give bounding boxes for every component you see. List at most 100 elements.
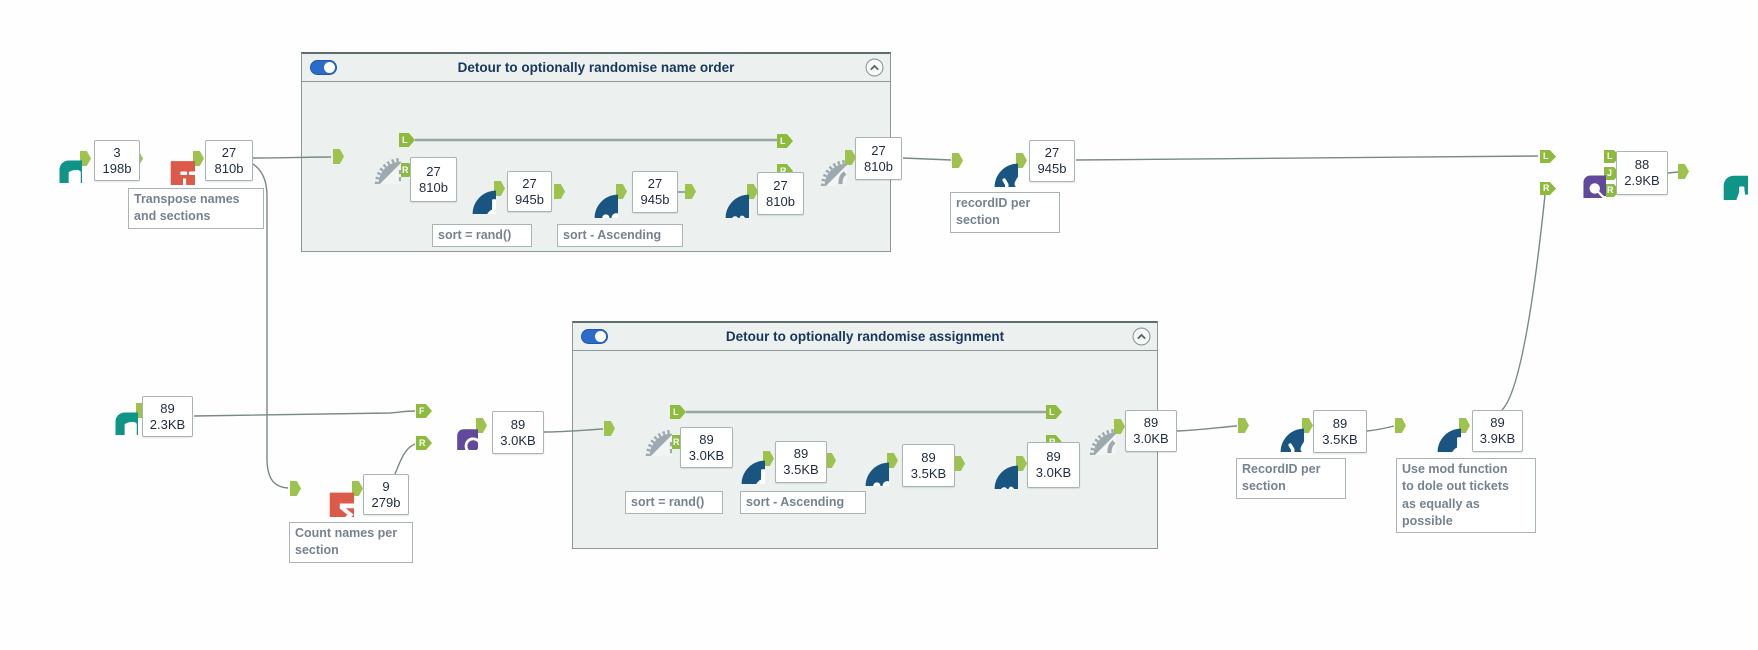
find-input-anchor[interactable]: F: [416, 404, 432, 418]
formula-tool-mod[interactable]: [1409, 400, 1461, 452]
browse-tool[interactable]: [1694, 146, 1748, 200]
output-anchor[interactable]: [352, 481, 363, 496]
output-anchor[interactable]: [763, 451, 774, 466]
join-tool[interactable]: [1554, 146, 1606, 198]
chevron-up-icon: [1132, 327, 1151, 346]
find-replace-tool[interactable]: [430, 402, 478, 450]
container-randomise-name-order[interactable]: Detour to optionally randomise name orde…: [301, 52, 891, 252]
input-anchor[interactable]: [1678, 164, 1689, 179]
sort-tool[interactable]: [566, 166, 618, 218]
input-anchor[interactable]: [1395, 418, 1406, 433]
tool-annotation[interactable]: sort - Ascending: [740, 491, 866, 515]
output-anchor[interactable]: [136, 403, 147, 418]
select-tool[interactable]: [966, 437, 1018, 489]
select-tool[interactable]: [697, 166, 749, 218]
input-anchor[interactable]: [954, 456, 965, 471]
container-enable-toggle[interactable]: [581, 329, 608, 344]
detour-end-left-input-anchor[interactable]: L: [777, 134, 793, 148]
input-anchor[interactable]: [604, 421, 615, 436]
output-anchor[interactable]: [1016, 456, 1027, 471]
output-anchor[interactable]: [193, 151, 204, 166]
connection[interactable]: [543, 428, 604, 433]
connection[interactable]: [193, 410, 416, 417]
record-count: 89: [160, 400, 175, 416]
input-anchor[interactable]: [1238, 418, 1249, 433]
data-size: 810b: [214, 160, 244, 176]
output-anchor[interactable]: [747, 184, 758, 199]
toggle-knob: [324, 62, 335, 73]
container-header: Detour to optionally randomise name orde…: [302, 54, 890, 82]
connection-count-label: 89 3.0KB: [1027, 442, 1080, 488]
connection-count-label: 27 810b: [410, 157, 457, 202]
join-left-input-anchor[interactable]: L: [1540, 150, 1556, 163]
container-enable-toggle[interactable]: [310, 60, 337, 75]
detour-left-output-anchor[interactable]: L: [399, 133, 415, 147]
connection-count-label: 27 945b: [507, 171, 552, 212]
tool-annotation[interactable]: Transpose names and sections: [128, 188, 264, 229]
output-anchor[interactable]: [616, 184, 627, 199]
transpose-tool[interactable]: [143, 132, 195, 185]
connection[interactable]: [1176, 425, 1238, 432]
input-anchor[interactable]: [825, 453, 836, 468]
chevron-up-icon: [865, 58, 884, 77]
input-anchor[interactable]: [333, 149, 344, 164]
output-anchor[interactable]: [1016, 153, 1027, 168]
output-anchor[interactable]: [80, 151, 91, 166]
record-count: 89: [1046, 449, 1061, 465]
output-anchor[interactable]: [845, 150, 856, 165]
input-data-tool-names[interactable]: [32, 133, 82, 183]
data-size: 810b: [419, 179, 448, 195]
tool-annotation[interactable]: recordID per section: [950, 192, 1060, 233]
tool-annotation[interactable]: Use mod function to dole out tickets as …: [1396, 458, 1536, 533]
anchor-letter: L: [780, 135, 786, 146]
connection[interactable]: [394, 443, 416, 475]
replace-input-anchor[interactable]: R: [416, 436, 432, 450]
anchor-letter: R: [780, 165, 787, 176]
connection[interactable]: [1667, 171, 1679, 174]
input-anchor[interactable]: [685, 184, 696, 199]
tool-annotation[interactable]: sort - Ascending: [557, 224, 683, 248]
input-anchor[interactable]: [554, 184, 565, 199]
detour-tool[interactable]: [345, 128, 401, 184]
output-anchor[interactable]: [887, 453, 898, 468]
input-data-book-icon: [32, 133, 82, 183]
tool-annotation[interactable]: sort = rand(): [432, 224, 532, 248]
connection[interactable]: [252, 163, 289, 489]
tool-annotation[interactable]: sort = rand(): [625, 491, 723, 515]
collapse-button[interactable]: [865, 58, 884, 77]
connection[interactable]: [1501, 194, 1546, 411]
input-data-tool-tickets[interactable]: [88, 385, 138, 435]
detour-left-output-anchor[interactable]: L: [670, 405, 686, 419]
multi-row-formula-tool[interactable]: [966, 135, 1018, 187]
input-anchor[interactable]: [290, 481, 301, 496]
connection[interactable]: [1366, 425, 1395, 432]
tool-annotation[interactable]: Count names per section: [289, 522, 413, 563]
tool-annotation[interactable]: RecordID per section: [1236, 458, 1346, 499]
output-anchor[interactable]: [1459, 418, 1470, 433]
connection-count-label: 88 2.9KB: [1616, 151, 1668, 195]
detour-icon: [616, 400, 672, 456]
output-anchor[interactable]: [494, 181, 505, 196]
connection[interactable]: [1075, 155, 1539, 161]
container-header: Detour to optionally randomise assignmen…: [573, 323, 1157, 351]
connection[interactable]: [902, 157, 952, 161]
input-anchor[interactable]: [952, 153, 963, 168]
detour-tool[interactable]: [616, 400, 672, 456]
anchor-letter: L: [673, 406, 679, 417]
connection-count-label: 89 3.0KB: [680, 427, 733, 468]
sort-tool[interactable]: [837, 434, 889, 486]
summarize-tool[interactable]: [302, 463, 354, 517]
record-count: 89: [510, 416, 526, 432]
collapse-button[interactable]: [1132, 327, 1151, 346]
output-anchor[interactable]: [1302, 418, 1313, 433]
output-anchor[interactable]: [476, 418, 487, 433]
connection[interactable]: [252, 156, 332, 159]
record-count: 89: [1490, 415, 1505, 431]
output-anchor[interactable]: [1114, 419, 1125, 434]
data-size: 945b: [1037, 161, 1067, 176]
data-size: 198b: [102, 160, 132, 176]
detour-end-left-input-anchor[interactable]: L: [1046, 405, 1062, 419]
join-right-input-anchor[interactable]: R: [1540, 182, 1556, 195]
multi-row-formula-tool[interactable]: [1252, 400, 1304, 452]
